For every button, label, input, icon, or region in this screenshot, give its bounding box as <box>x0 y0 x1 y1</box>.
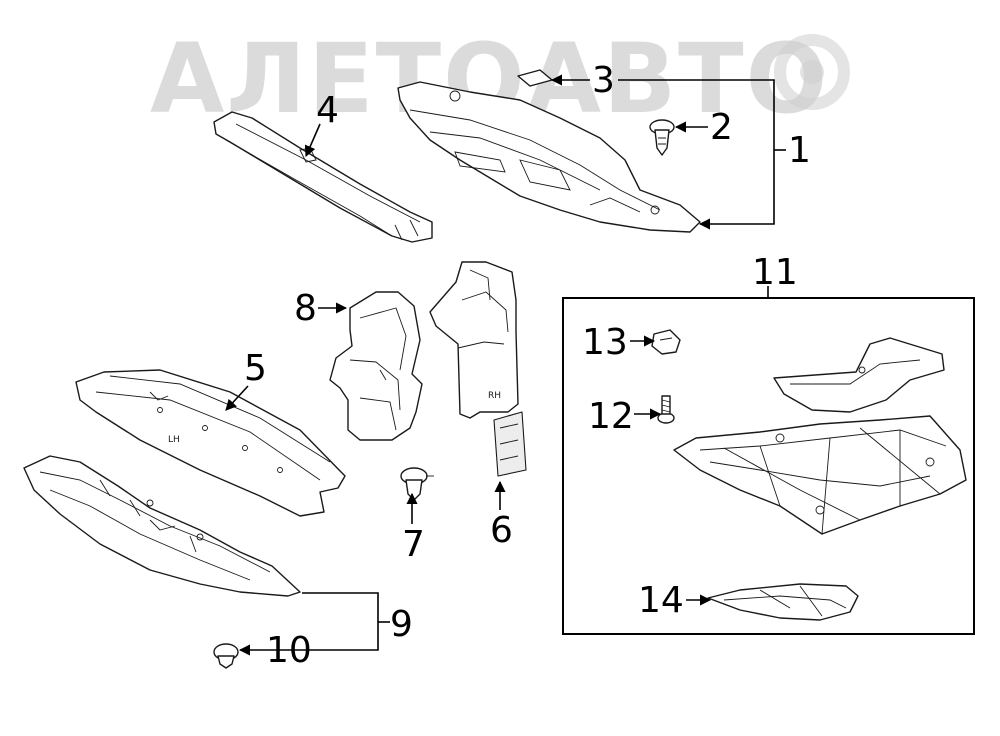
part-13-nut <box>651 329 681 355</box>
callout-8: 8 <box>294 288 317 329</box>
lh-marking: LH <box>168 435 180 445</box>
part-10-clip <box>213 643 239 669</box>
part-1-upper-cover <box>397 81 701 233</box>
callout-1: 1 <box>788 130 811 171</box>
part-5-shield: LH <box>75 369 346 517</box>
rh-marking: RH <box>488 391 501 401</box>
part-2-clip <box>649 119 675 156</box>
part-7-clip <box>400 467 434 501</box>
callout-3: 3 <box>592 60 615 101</box>
callout-13: 13 <box>582 322 628 363</box>
callout-12: 12 <box>588 396 634 437</box>
callout-6: 6 <box>490 510 513 551</box>
part-14-seal <box>707 583 859 621</box>
part-8-duct-left <box>329 291 423 441</box>
leader-lines <box>225 74 786 656</box>
part-11-main-cover <box>673 415 967 535</box>
part-9-lower-cover <box>23 455 301 597</box>
part-6-duct-right: RH <box>429 261 527 477</box>
part-12-bolt <box>657 395 675 424</box>
callout-14: 14 <box>638 580 684 621</box>
part-4-deflector <box>213 111 433 243</box>
callout-4: 4 <box>316 90 339 131</box>
callout-9: 9 <box>390 604 413 645</box>
callout-7: 7 <box>402 524 425 565</box>
callout-11: 11 <box>752 252 798 293</box>
callout-2: 2 <box>710 107 733 148</box>
part-11-plate <box>773 337 945 413</box>
watermark-logo-icon <box>774 34 850 110</box>
callout-10: 10 <box>266 630 312 671</box>
callout-5: 5 <box>244 348 267 389</box>
